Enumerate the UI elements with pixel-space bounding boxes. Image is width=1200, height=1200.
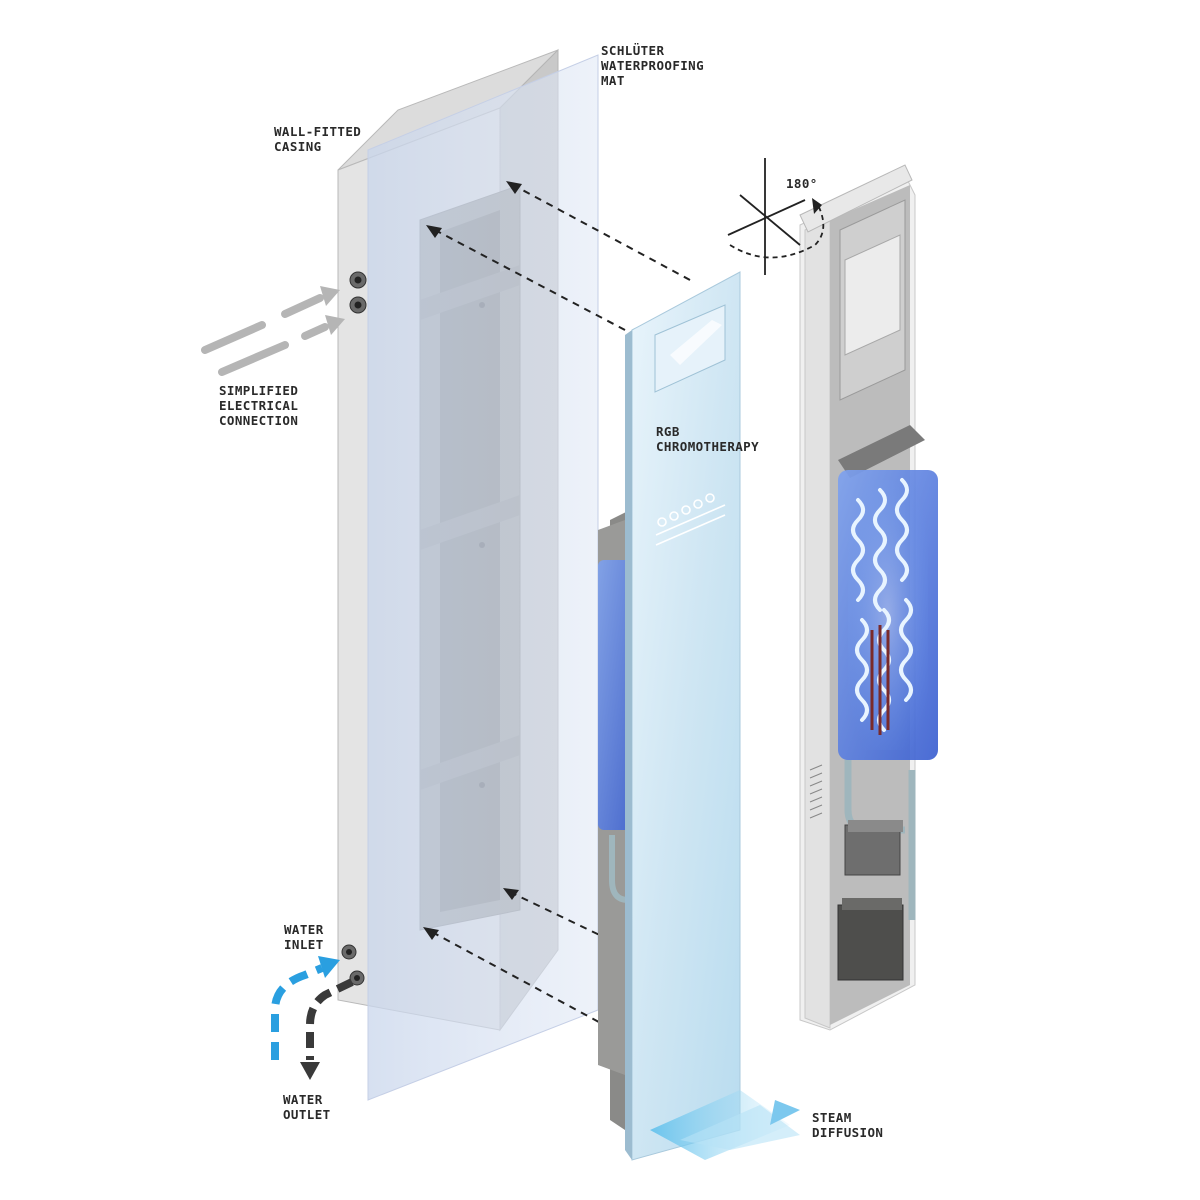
steam-diffusion <box>650 1090 800 1160</box>
label-rgb-chromotherapy: RGB CHROMOTHERAPY <box>656 424 760 454</box>
label-water-inlet: WATER INLET <box>284 922 324 952</box>
assembly-arrowheads <box>423 181 522 940</box>
water-inlet-arrowhead <box>318 956 340 978</box>
steam-arrowhead <box>770 1100 800 1125</box>
label-steam-diffusion: STEAM DIFFUSION <box>812 1110 884 1140</box>
label-waterproofing-mat: SCHLÜTER WATERPROOFING MAT <box>601 43 705 88</box>
label-water-outlet: WATER OUTLET <box>283 1092 331 1122</box>
generator-front-unit <box>598 271 741 1161</box>
water-inlet-arrow <box>271 964 324 1060</box>
electrical-arrowhead-1 <box>320 286 340 306</box>
water-outlet-arrowhead <box>300 1062 320 1080</box>
electrical-arrows <box>201 294 329 376</box>
water-connectors <box>341 944 365 986</box>
pump-block <box>837 904 904 981</box>
electrical-connectors <box>349 271 367 314</box>
heating-coils <box>851 478 913 732</box>
valve-block <box>844 824 901 876</box>
touch-controls <box>655 493 726 546</box>
label-electrical-connection: SIMPLIFIED ELECTRICAL CONNECTION <box>219 383 299 428</box>
label-wall-fitted-casing: WALL-FITTED CASING <box>274 124 362 154</box>
rotation-indicator <box>727 158 825 275</box>
electrical-arrowhead-2 <box>325 315 345 335</box>
assembly-dashed-arrows <box>431 185 691 1029</box>
label-rotation: 180° <box>786 176 818 191</box>
generator-rear-unit <box>799 164 938 1031</box>
rotation-arrowhead <box>812 198 822 214</box>
water-outlet-arrow <box>306 978 354 1060</box>
vent-grille <box>809 764 823 819</box>
heating-element <box>870 625 890 735</box>
